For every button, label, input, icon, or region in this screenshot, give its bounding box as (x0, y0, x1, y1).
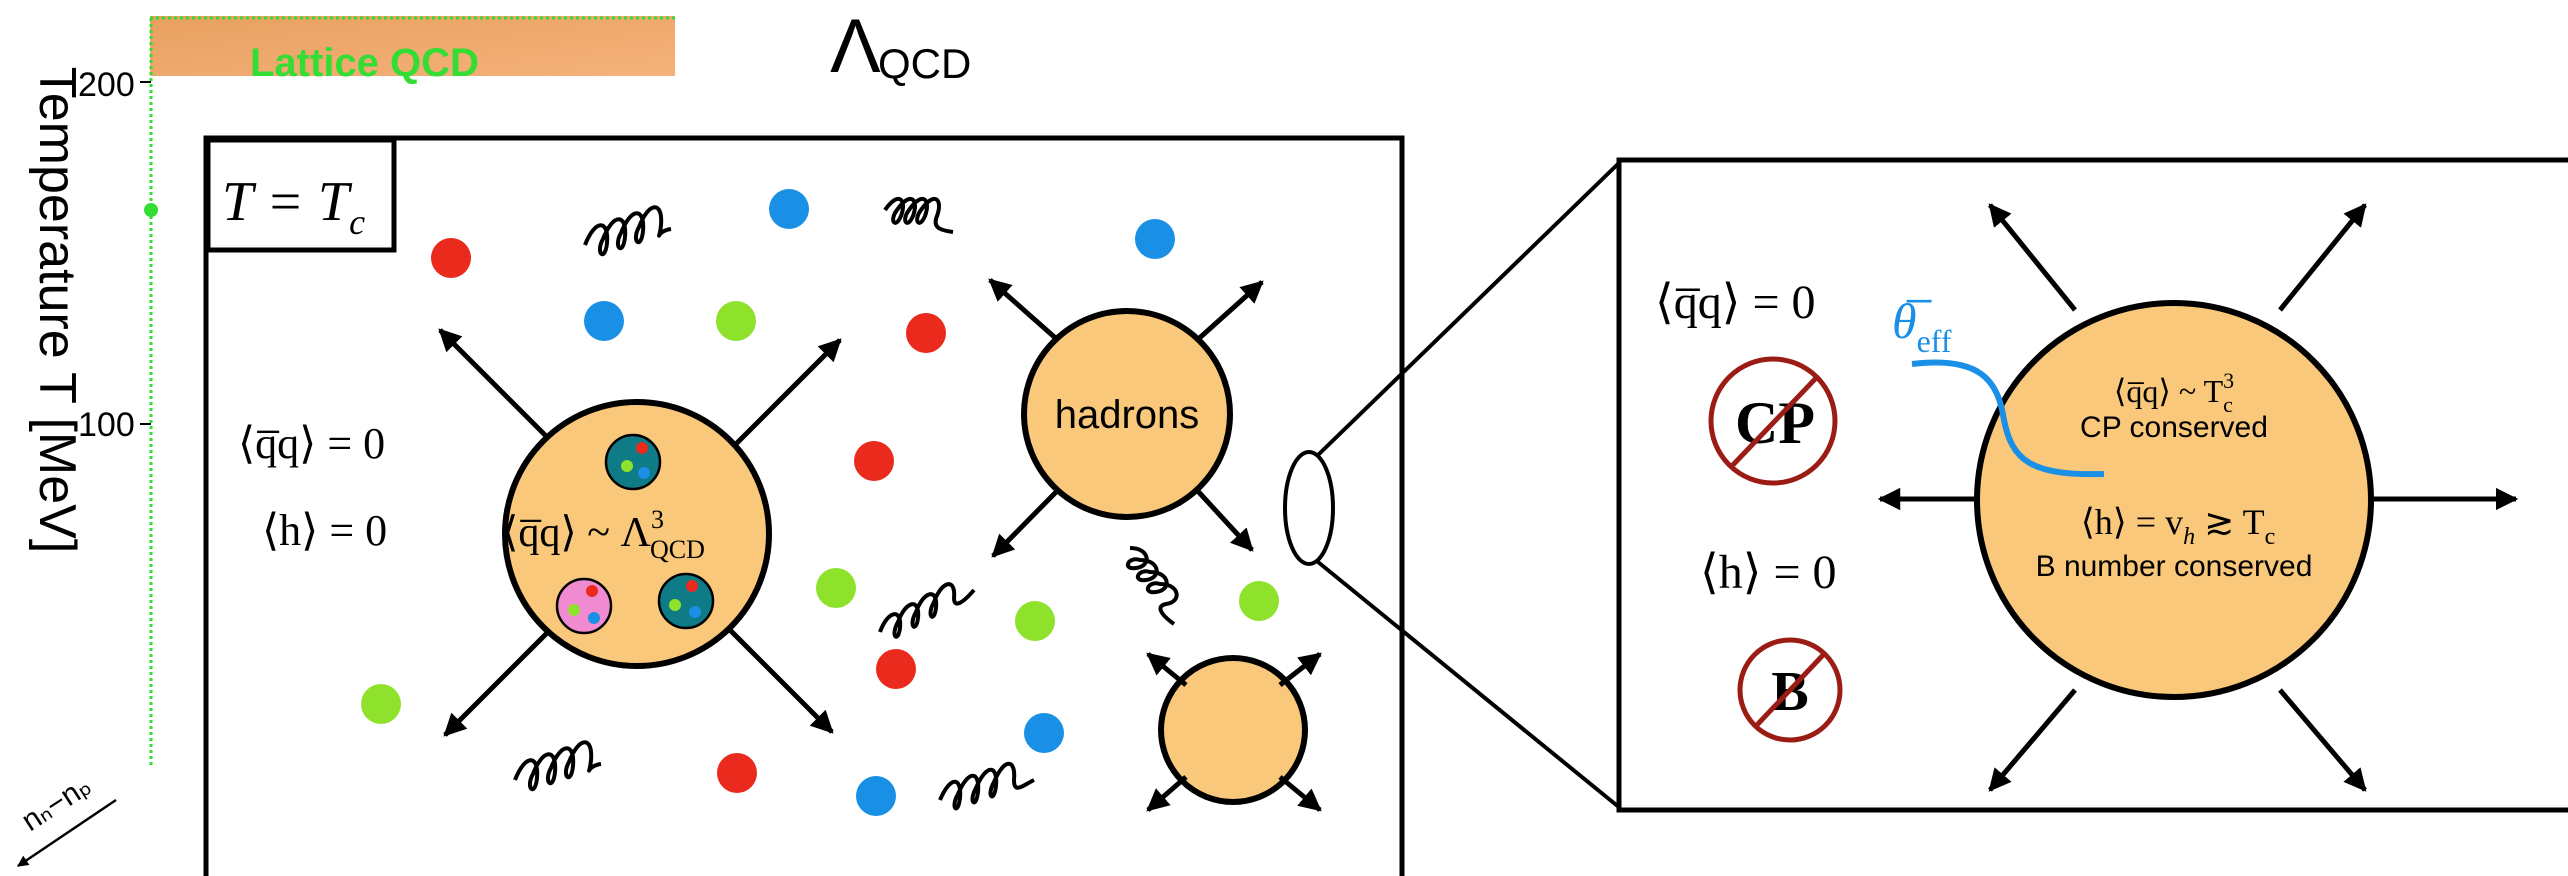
hadron-bubble-arrow (1193, 280, 1264, 344)
zoom-connector (1283, 160, 1622, 810)
lattice-inset-image (150, 16, 675, 76)
meson-right (657, 572, 715, 630)
left-qq-condensate: ⟨q̅q⟩ = 0 (238, 419, 385, 468)
blue-quark (769, 189, 809, 229)
gluon (878, 582, 976, 639)
ew-bubble-arrow (1988, 688, 2077, 792)
gluon (513, 740, 602, 792)
green-quark (1015, 601, 1055, 641)
zoom-line-bottom (1316, 560, 1622, 810)
background-plot: Lattice QCD Λ QCD 200 100 Temperature T … (16, 4, 971, 868)
gluon (1125, 546, 1179, 626)
top-partial-lambda: Λ (830, 4, 881, 89)
baryon-pink (555, 577, 613, 635)
cp-violation-forbidden-icon: CP (1708, 356, 1838, 486)
hadron-bubble-arrow (991, 486, 1062, 558)
right-higgs-vev: ⟨h⟩ = 0 (1700, 546, 1837, 599)
hadron-bubble-circle (1021, 308, 1233, 520)
small-bubble-arrow (1278, 775, 1322, 812)
diagonal-axis-label: nₙ−nₚ (16, 769, 97, 838)
small-bubble-arrow (1146, 775, 1188, 812)
ew-bubble-b-conserved: B number conserved (2036, 550, 2313, 583)
qcd-bubble-arrow (438, 328, 557, 447)
small-bubble-arrow (1146, 652, 1188, 687)
green-quark (361, 684, 401, 724)
theta-eff-curve (1911, 359, 2105, 478)
red-quark (854, 441, 894, 481)
qcd-bubble-arrow (733, 338, 842, 447)
condition-box (205, 137, 397, 253)
ew-bubble-arrow (1988, 203, 2077, 312)
blue-quark (584, 301, 624, 341)
gluon (583, 205, 672, 257)
lattice-inset-text: Lattice QCD (250, 41, 479, 85)
condition-label: T = Tc (222, 171, 365, 242)
green-quark (716, 301, 756, 341)
meson-top (604, 433, 662, 491)
red-quark (906, 313, 946, 353)
red-quark (876, 649, 916, 689)
gluon-particles (513, 196, 1179, 811)
y-tick-label-200: 200 (78, 66, 135, 104)
ew-bubble-arrow (2278, 688, 2367, 792)
gluon (938, 761, 1035, 811)
right-qq-condensate: ⟨q̅q⟩ = 0 (1655, 276, 1816, 329)
qcd-bubble-arrow (723, 623, 834, 734)
hadron-bubble-arrow (988, 278, 1062, 344)
top-partial-lambda-subscript: QCD (878, 40, 971, 87)
hadron-bubble-arrow (1193, 486, 1254, 552)
zoom-line-top (1316, 160, 1622, 457)
red-quark (717, 753, 757, 793)
ew-bubble-arrow (2278, 203, 2367, 312)
right-panel: ⟨q̅q⟩ = 0 ⟨h⟩ = 0 CP B θ̅eff ⟨q̅q⟩ ~ T3c (1616, 157, 2568, 813)
y-tick-label-100: 100 (78, 406, 135, 444)
blue-quark (1135, 219, 1175, 259)
left-higgs-vev: ⟨h⟩ = 0 (262, 506, 387, 555)
zoom-ellipse (1283, 450, 1335, 566)
y-axis-label: Temperature T [MeV] (28, 67, 86, 554)
hadron-bubble-label: hadrons (1055, 393, 1200, 437)
quark-particles (361, 189, 1279, 816)
ew-bubble-cp-conserved: CP conserved (2080, 411, 2268, 444)
blue-quark (1024, 713, 1064, 753)
small-bubble-circle (1158, 655, 1308, 805)
green-quark (816, 568, 856, 608)
hadron-bubble: hadrons (988, 278, 1264, 558)
blue-quark (856, 776, 896, 816)
red-quark (431, 238, 471, 278)
axis-marker-dot (144, 203, 158, 217)
diagonal-axis-arrow (17, 798, 117, 868)
ew-bubble-circle (1974, 300, 2374, 700)
small-bubble (1146, 652, 1322, 812)
small-bubble-arrow (1278, 652, 1322, 687)
ew-bubble-higgs-vev: ⟨h⟩ = vh ≳ Tc (2081, 502, 2276, 550)
qcd-bubble-arrow (443, 628, 552, 737)
gluon (883, 196, 954, 234)
green-quark (1239, 581, 1279, 621)
baryon-number-forbidden-icon: B (1737, 637, 1843, 743)
